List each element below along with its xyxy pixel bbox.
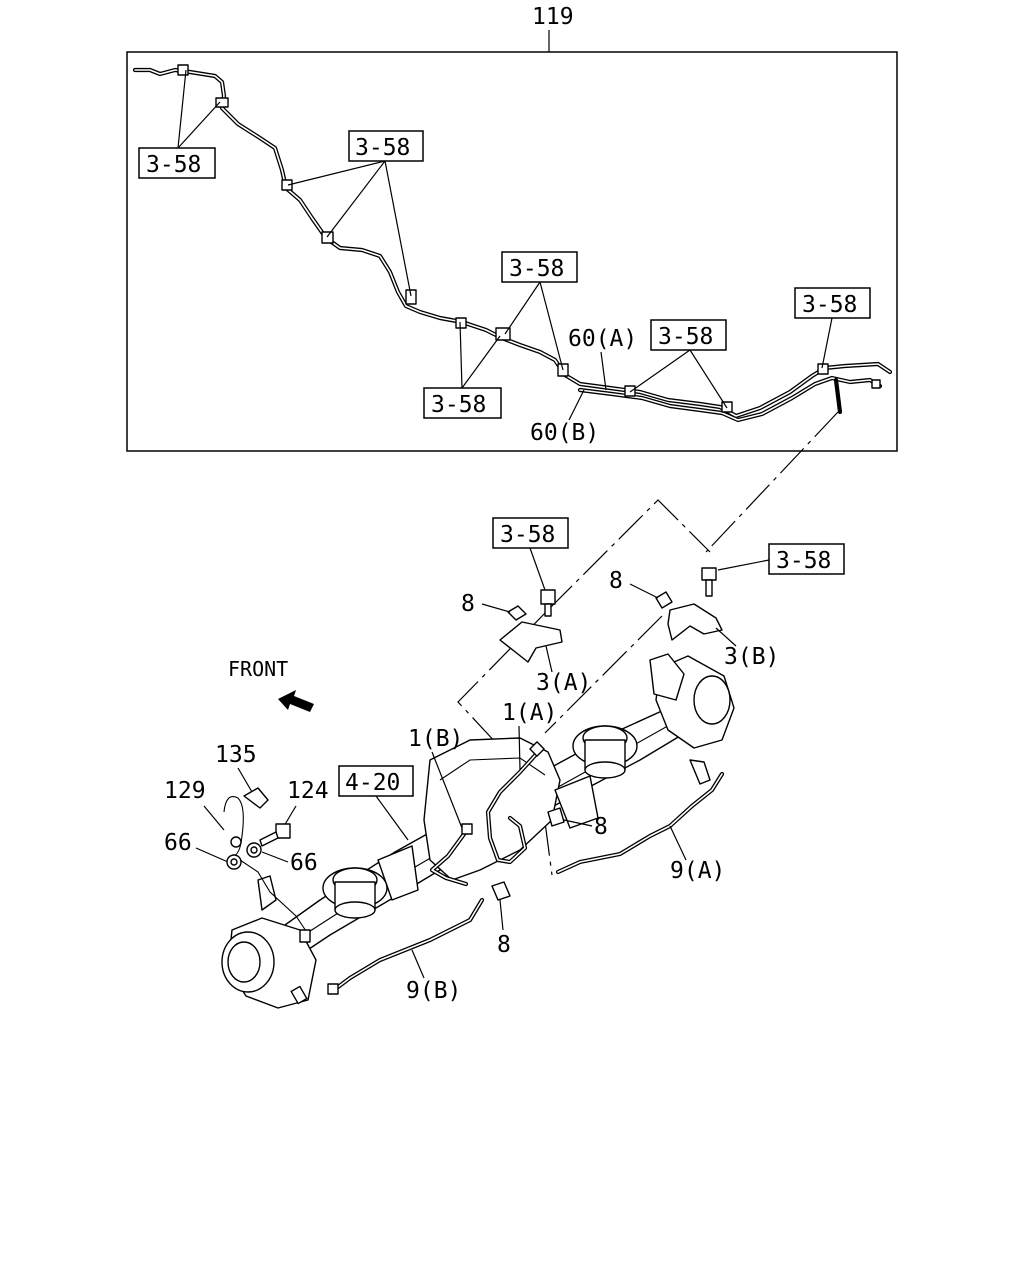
part-129 [223,796,244,857]
label-8-a: 8 [461,591,475,617]
label-66-b: 66 [290,850,318,876]
bracket-3b [667,603,723,641]
ref-3-58-a: 3-58 [146,152,201,178]
ref-3-58-b: 3-58 [355,135,410,161]
clip-8-d [491,881,511,901]
bolt-b [701,567,717,597]
label-9b: 9(B) [406,978,461,1004]
front-arrow-icon [278,690,314,712]
pipe-60-run [132,67,893,423]
clip-8-c [547,807,565,827]
label-129: 129 [164,778,206,804]
label-3b: 3(B) [724,644,779,670]
breather-parts: 135 129 124 66 66 [164,742,329,943]
ref-3-58-h: 3-58 [776,548,831,574]
front-label: FRONT [228,657,288,681]
pipe-clips [177,64,881,413]
label-1a: 1(A) [502,700,557,726]
label-66-a: 66 [164,830,192,856]
spring-seat-right [554,725,638,829]
label-3a: 3(A) [536,670,591,696]
label-135: 135 [215,742,257,768]
ref-3-58-d: 3-58 [431,392,486,418]
ref-3-58-f: 3-58 [802,292,857,318]
pipe-assembly-inset: 119 3-58 [126,4,898,452]
ref-3-58-c: 3-58 [509,256,564,282]
axle-hub-right [649,653,735,785]
part-135 [243,787,269,809]
clip-8-b [655,591,673,609]
label-60a: 60(A) [568,326,637,352]
ref-3-58-g: 3-58 [500,522,555,548]
bracket-area: 3-58 3-58 8 8 3(A) 3(B) [461,517,845,696]
label-60b: 60(B) [530,420,599,446]
ref-4-20: 4-20 [345,770,400,796]
washer-66-a [226,854,242,870]
assembly-number: 119 [532,4,574,30]
front-indicator: FRONT [228,657,314,712]
bracket-3a [499,621,563,663]
label-8-b: 8 [609,568,623,594]
label-8-c: 8 [594,814,608,840]
ref-3-58-e: 3-58 [658,324,713,350]
bolt-124 [259,823,291,847]
label-8-d: 8 [497,932,511,958]
label-9a: 9(A) [670,858,725,884]
label-124: 124 [287,778,329,804]
axle-pipes [327,741,725,995]
axle-hub-left [221,875,317,1009]
spring-seat-left [322,845,419,919]
bolt-a [540,589,556,617]
axle-callouts: 1(A) 1(B) 4-20 8 8 9(A) 9(B) [338,700,725,1004]
label-1b: 1(B) [408,726,463,752]
washer-66-b [246,842,262,858]
clip-8-a [507,605,527,621]
inset-frame [126,51,898,452]
